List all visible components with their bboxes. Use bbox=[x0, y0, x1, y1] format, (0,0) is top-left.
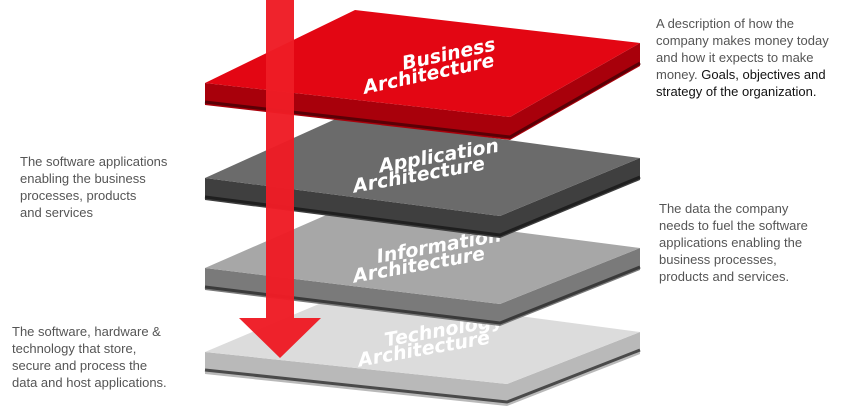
business-description-text: money. bbox=[656, 67, 698, 82]
information-description-line: business processes, bbox=[659, 252, 777, 267]
business-description-line: money. Goals, objectives and bbox=[656, 66, 861, 83]
business-slab-side-right bbox=[510, 43, 640, 140]
information-description-line: products and services. bbox=[659, 269, 790, 284]
layer-application: Application Architecture bbox=[204, 117, 641, 238]
application-slab-side-right bbox=[500, 158, 640, 238]
technology-description: The software, hardware & technology that… bbox=[12, 323, 207, 391]
down-arrow-icon bbox=[239, 0, 321, 358]
application-description: The software applications enabling the b… bbox=[20, 153, 210, 221]
technology-description-line: secure and process the bbox=[12, 358, 148, 373]
business-slab-top bbox=[205, 10, 640, 117]
information-slab-edge bbox=[204, 265, 641, 325]
business-description-line: company makes money today bbox=[656, 33, 829, 48]
information-description: The data the company needs to fuel the s… bbox=[659, 200, 849, 285]
technology-description-line: The software, hardware & bbox=[12, 324, 161, 339]
application-slab-edge bbox=[204, 175, 641, 237]
information-description-line: The data the company bbox=[659, 201, 789, 216]
business-description-emphasis: Goals, objectives and bbox=[701, 67, 826, 82]
information-description-line: needs to fuel the software bbox=[659, 218, 808, 233]
business-description-line: A description of how the bbox=[656, 16, 795, 31]
application-slab-top bbox=[205, 117, 640, 216]
layer-information: Information Architecture bbox=[204, 209, 641, 326]
business-description-line: and how it expects to make bbox=[656, 50, 814, 65]
application-description-line: and services bbox=[20, 205, 93, 220]
layer-business: Business Architecture bbox=[204, 10, 641, 140]
application-description-line: enabling the business bbox=[20, 171, 146, 186]
application-description-line: processes, products bbox=[20, 188, 137, 203]
business-slab-edge bbox=[204, 61, 641, 139]
technology-slab-edge bbox=[204, 348, 641, 404]
application-description-line: The software applications bbox=[20, 154, 168, 169]
business-description: A description of how the company makes m… bbox=[656, 15, 861, 100]
information-slab-side-right bbox=[500, 248, 640, 326]
technology-description-line: data and host applications. bbox=[12, 375, 167, 390]
information-description-line: applications enabling the bbox=[659, 235, 803, 250]
business-description-emphasis-line: strategy of the organization. bbox=[656, 84, 817, 99]
information-slab-top bbox=[205, 209, 640, 304]
technology-description-line: technology that store, bbox=[12, 341, 137, 356]
technology-slab-top bbox=[205, 293, 640, 384]
